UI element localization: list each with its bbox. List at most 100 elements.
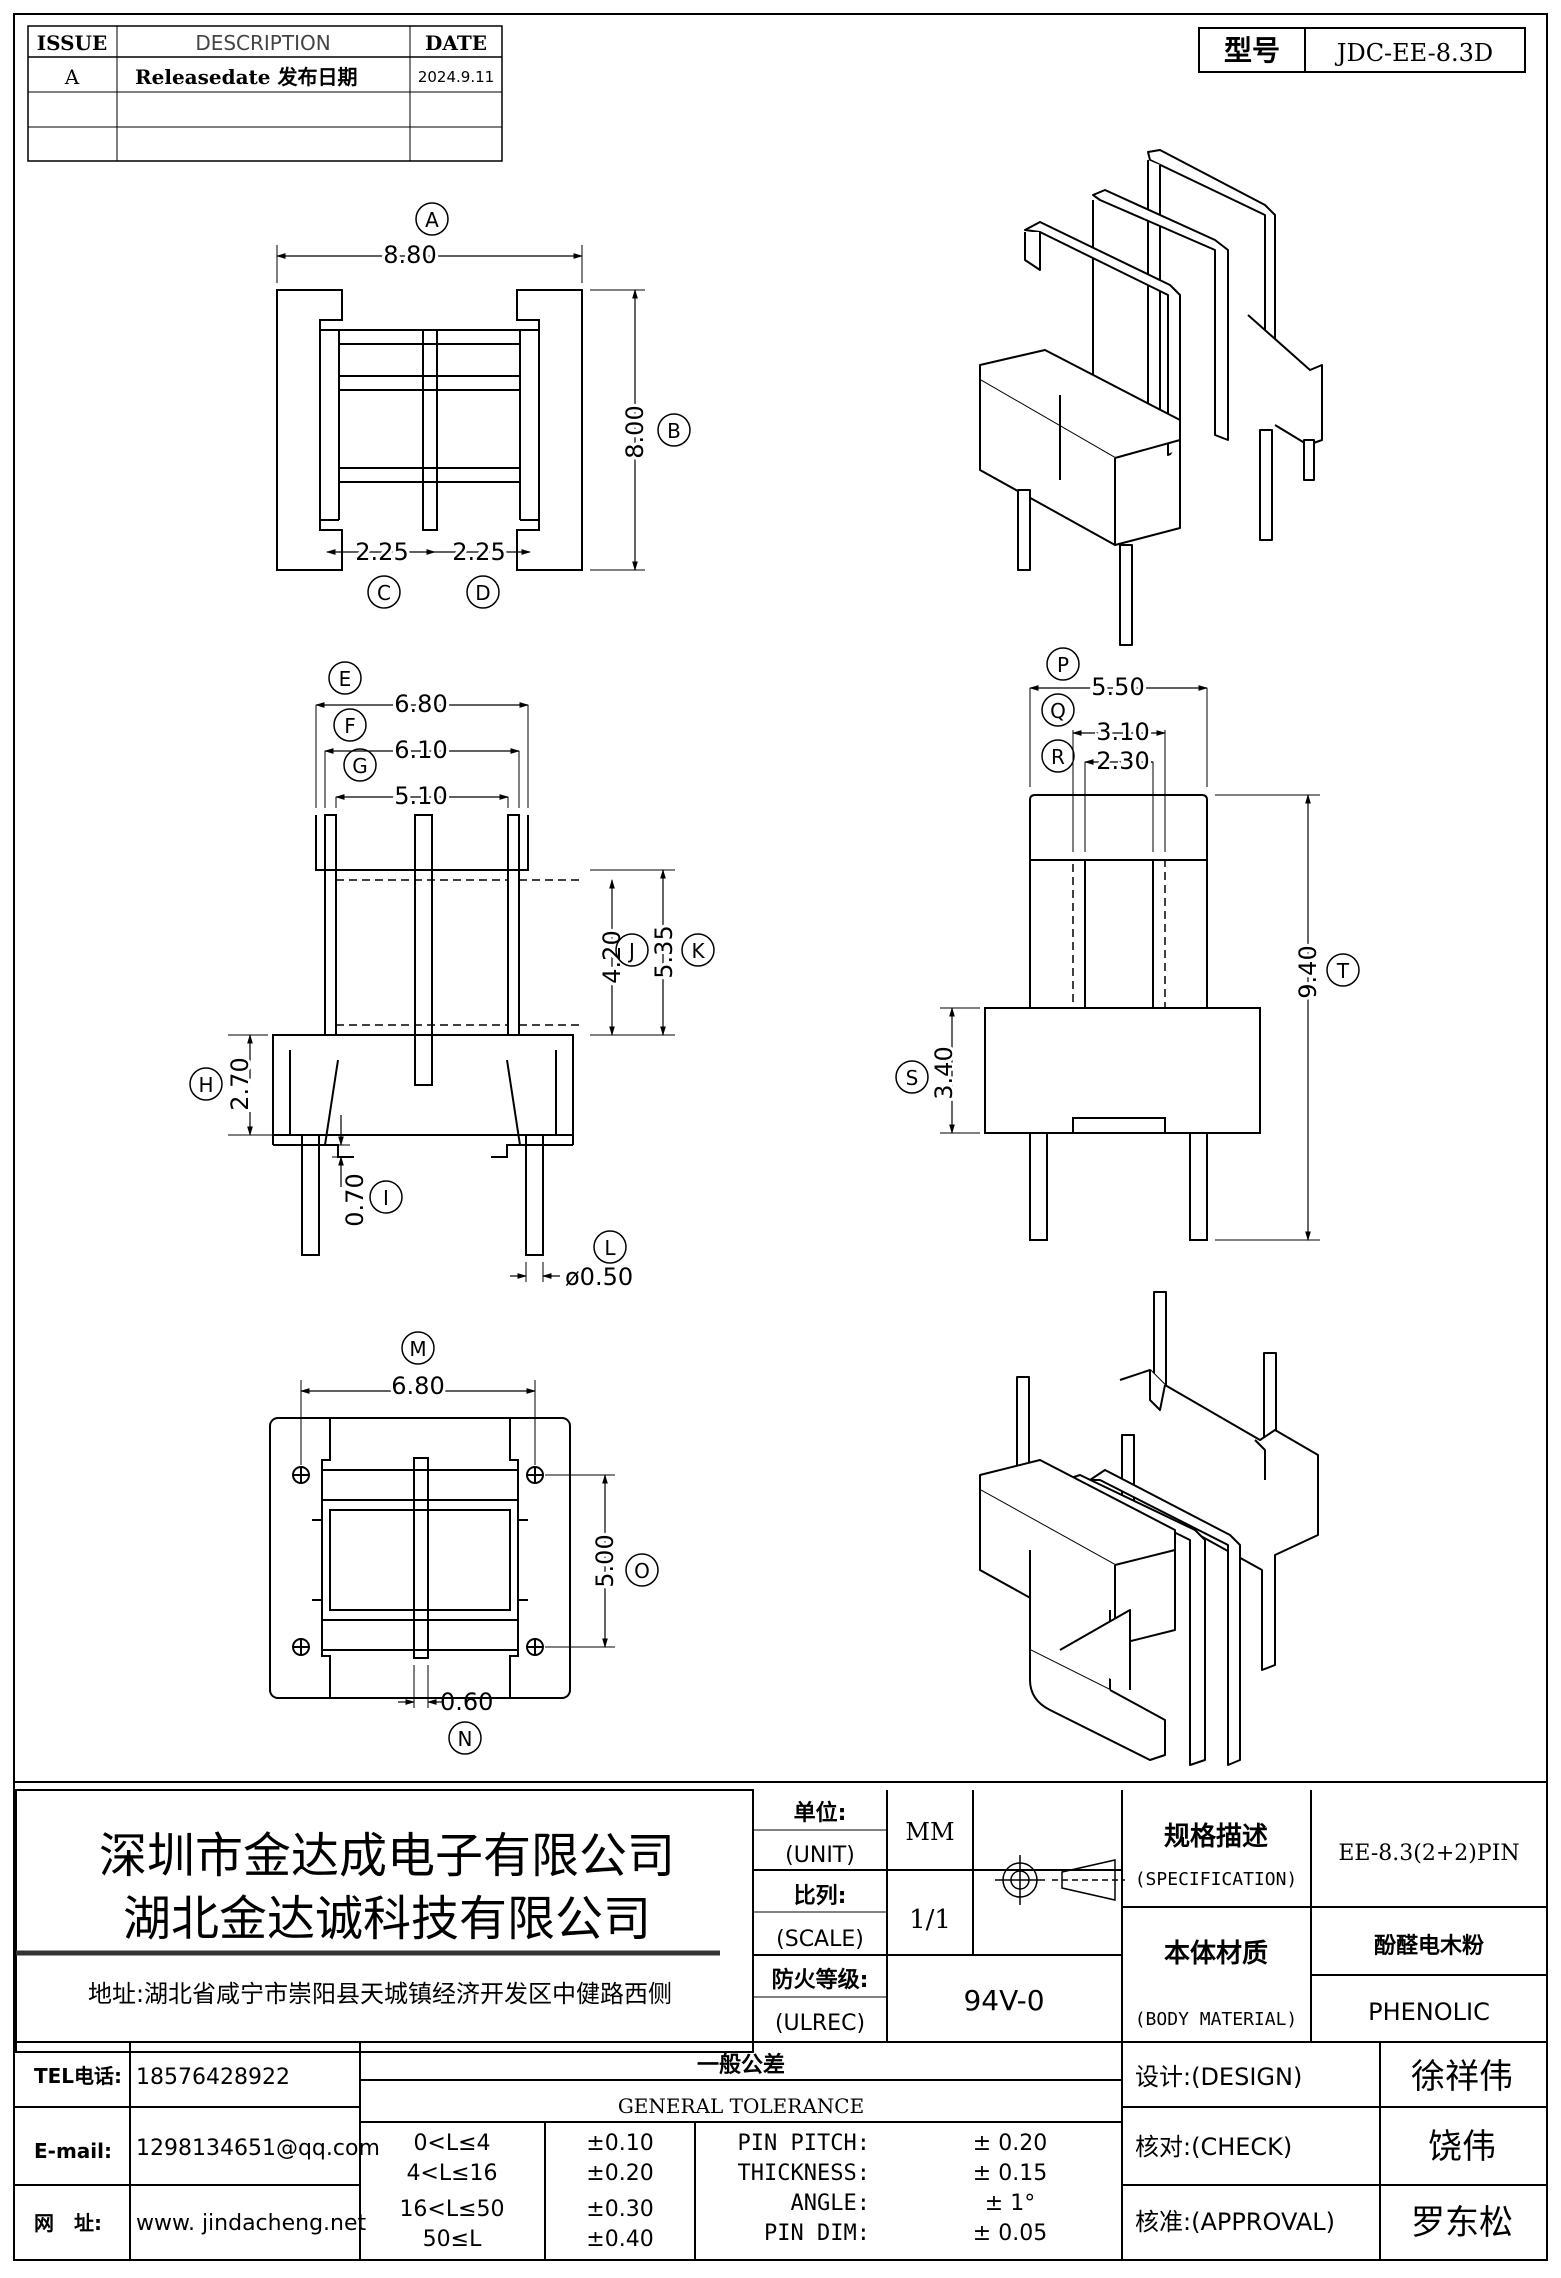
tag-A [415,202,449,236]
isometric-view-bottom [979,1291,1319,1766]
model-box: 型号 JDC-EE-8.3D [1198,27,1526,73]
range-2: 4<L≤16 [406,2161,497,2186]
contact-block: TEL电话: 18576428922 E-mail: 1298134651@qq… [34,2064,380,2236]
tol-1: ±0.10 [586,2131,653,2156]
tolerance-title-cn: 一般公差 [697,2052,785,2078]
flame-label-en: (ULREC) [775,2011,865,2036]
tag-T-letter: T [1336,959,1350,983]
tag-D [466,575,500,609]
tag-H [189,1067,223,1101]
dim-J: 4.20 [598,930,626,983]
tag-E [328,661,362,695]
company-name-1: 深圳市金达成电子有限公司 [99,1828,675,1884]
tolerance-block: 一般公差 GENERAL TOLERANCE 0<L≤4 4<L≤16 16<L… [399,2052,1047,2252]
tag-P [1046,647,1080,681]
tag-Q-letter: Q [1050,699,1066,723]
dim-N: 0.60 [440,1688,493,1716]
side-view-labels: P 5.50 Q 3.10 R 2.30 9.40 T S 3.40 [895,647,1360,1103]
approval-label: 核准:(APPROVAL) [1135,2208,1335,2236]
dim-S: 3.40 [930,1046,958,1099]
description-header: DESCRIPTION [195,31,330,55]
web-label: 网 址: [34,2211,102,2235]
email-label: E-mail: [34,2139,112,2163]
company-address: 地址:湖北省咸宁市崇阳县天城镇经济开发区中健路西侧 [88,1980,672,2008]
tag-F-letter: F [344,714,356,738]
tag-B-letter: B [667,419,681,443]
spec-thickness-value: ± 0.15 [973,2161,1047,2186]
tag-K-letter: K [691,939,705,963]
company-name-2: 湖北金达诚科技有限公司 [123,1891,651,1947]
flame-label-cn: 防火等级: [772,1967,869,1993]
tag-J-letter: J [627,939,635,963]
tel-label: TEL电话: [34,2064,122,2088]
scale-label-en: (SCALE) [776,1927,864,1952]
range-4: 50≤L [423,2227,482,2252]
issue-header: ISSUE [37,31,108,55]
model-value: JDC-EE-8.3D [1334,39,1493,67]
tag-N-letter: N [458,1727,473,1751]
tag-P-letter: P [1057,653,1069,677]
dim-C: 2.25 [355,538,408,566]
issue-cell: A [64,65,80,89]
signoff-block: 设计:(DESIGN) 徐祥伟 核对:(CHECK) 饶伟 核准:(APPROV… [1135,2057,1513,2243]
tag-A-letter: A [425,208,439,232]
top-view-labels: A 8.80 8.00 B 2.25 2.25 C D [352,202,691,609]
dim-M: 6.80 [391,1372,444,1400]
check-name: 饶伟 [1428,2127,1496,2167]
scale-label-cn: 比列: [794,1884,847,1909]
spec-thickness: THICKNESS: [738,2161,870,2186]
top-view [276,245,645,571]
flame-value: 94V-0 [963,1984,1044,2017]
spec-label-en: (SPECIFICATION) [1135,1869,1298,1890]
tag-F [333,708,367,742]
tag-Q [1041,693,1075,727]
dim-A: 8.80 [383,241,436,269]
tag-M [401,1331,435,1365]
tag-R-letter: R [1051,745,1065,769]
spec-value: EE-8.3(2+2)PIN [1338,1841,1519,1866]
front-view-labels: E 6.80 F 6.10 G 5.10 4.20 J 5.35 K H 2.7… [189,661,715,1291]
spec-pin-pitch-value: ± 0.20 [973,2131,1047,2156]
sheet-border [13,13,1548,2261]
spec-block: 规格描述 (SPECIFICATION) EE-8.3(2+2)PIN 本体材质… [1135,1821,1520,2030]
web-value: www. jindacheng.net [136,2211,367,2236]
material-label-cn: 本体材质 [1164,1939,1268,1969]
dim-L: ø0.50 [565,1263,633,1291]
bottom-view [269,1380,615,1708]
tag-D-letter: D [475,581,490,605]
email-value: 1298134651@qq.com [136,2136,380,2161]
unit-scale-block: 单位: (UNIT) MM 比列: (SCALE) 1/1 防火等级: (ULR… [772,1800,1045,2036]
tag-J [615,933,649,967]
spec-angle: ANGLE: [791,2191,870,2216]
tag-C [367,575,401,609]
scale-value: 1/1 [909,1905,951,1935]
unit-value: MM [905,1818,954,1846]
unit-label-cn: 单位: [794,1800,847,1826]
tag-E-letter: E [339,667,352,691]
tag-L [593,1230,627,1264]
tol-2: ±0.20 [586,2161,653,2186]
tag-O [625,1553,659,1587]
date-header: DATE [425,31,487,55]
dim-I: 0.70 [341,1173,369,1226]
tag-S-letter: S [906,1066,919,1090]
design-label: 设计:(DESIGN) [1135,2063,1302,2091]
dim-F: 6.10 [394,736,447,764]
dim-K: 5.35 [650,925,678,978]
tag-H-letter: H [198,1073,213,1097]
unit-label-en: (UNIT) [785,1843,855,1868]
bottom-view-labels: M 6.80 5.00 O 0.60 N [388,1331,659,1755]
dim-Q: 3.10 [1096,718,1149,746]
dim-B: 8.00 [621,405,649,458]
isometric-view-top [979,149,1323,646]
tag-S [895,1060,929,1094]
range-1: 0<L≤4 [413,2131,490,2156]
tol-3: ±0.30 [586,2197,653,2222]
tel-value: 18576428922 [136,2065,290,2090]
spec-label-cn: 规格描述 [1164,1821,1268,1852]
tag-L-letter: L [604,1236,616,1260]
spec-angle-value: ± 1° [985,2191,1035,2216]
dim-H: 2.70 [226,1057,254,1110]
